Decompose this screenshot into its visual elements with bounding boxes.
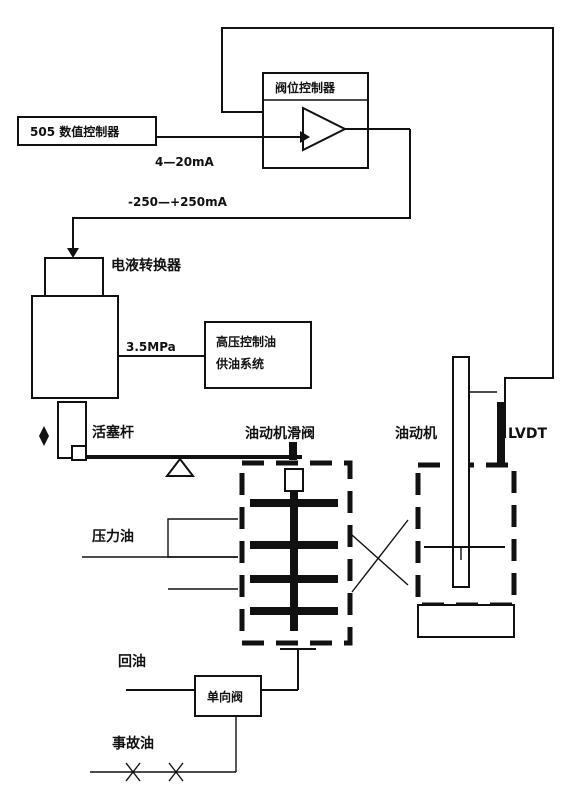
amplifier-icon: [302, 106, 348, 152]
emergency-oil-label: 事故油: [112, 735, 154, 752]
servomotor-label: 油动机: [395, 425, 437, 442]
diamond-icon: [39, 426, 49, 446]
fulcrum-icon: [164, 457, 196, 477]
hp-oil-label-line2: 供油系统: [215, 356, 264, 371]
cross-mark-2: [168, 762, 184, 782]
cross-line-2: [351, 519, 409, 593]
spool-land-4: [250, 607, 338, 615]
spool-land-1: [250, 499, 338, 507]
check-valve-box: [194, 675, 262, 717]
numeric-controller-box: [17, 116, 157, 146]
cross-line-1: [351, 534, 409, 586]
servo-valve-top-stem: [289, 442, 297, 460]
hp-oil-supply-box: [204, 321, 312, 389]
valve-controller-box: [262, 72, 369, 169]
hp-oil-label-line1: 高压控制油: [216, 334, 276, 349]
piston-rod-label: 活塞杆: [92, 424, 134, 441]
servo-valve-cap: [284, 468, 304, 492]
output-arrowhead: [67, 248, 79, 258]
current-out-label: -250—+250mA: [128, 195, 228, 209]
pressure-oil-line-upper: [167, 518, 238, 558]
converter-top-box: [44, 257, 104, 297]
lvdt-feedback-line: [221, 27, 554, 438]
spool-land-2: [250, 541, 338, 549]
servo-valve-label: 油动机滑阀: [245, 425, 315, 442]
pressure-label: 3.5MPa: [126, 340, 176, 354]
valve-controller-label: 阀位控制器: [275, 80, 336, 95]
servomotor-base: [417, 604, 515, 638]
converter-label: 电液转换器: [111, 257, 182, 274]
controller-output-line: [72, 129, 411, 248]
return-oil-label: 回油: [118, 653, 146, 670]
pressure-oil-label: 压力油: [92, 528, 134, 545]
piston-rod-foot: [71, 445, 87, 461]
cross-mark-1: [125, 762, 141, 782]
numeric-controller-label: 505 数值控制器: [30, 124, 120, 139]
converter-body: [31, 295, 119, 399]
lvdt-label: LVDT: [508, 426, 547, 442]
current-in-label: 4—20mA: [155, 155, 215, 169]
signal-arrowhead: [300, 131, 310, 143]
lvdt-sensor: [497, 402, 505, 464]
servomotor-piston-rod: [452, 356, 470, 588]
check-valve-label: 单向阀: [207, 689, 243, 704]
servo-valve-stem: [290, 491, 298, 631]
servo-valve-body: [239, 460, 353, 646]
spool-land-3: [250, 575, 338, 583]
